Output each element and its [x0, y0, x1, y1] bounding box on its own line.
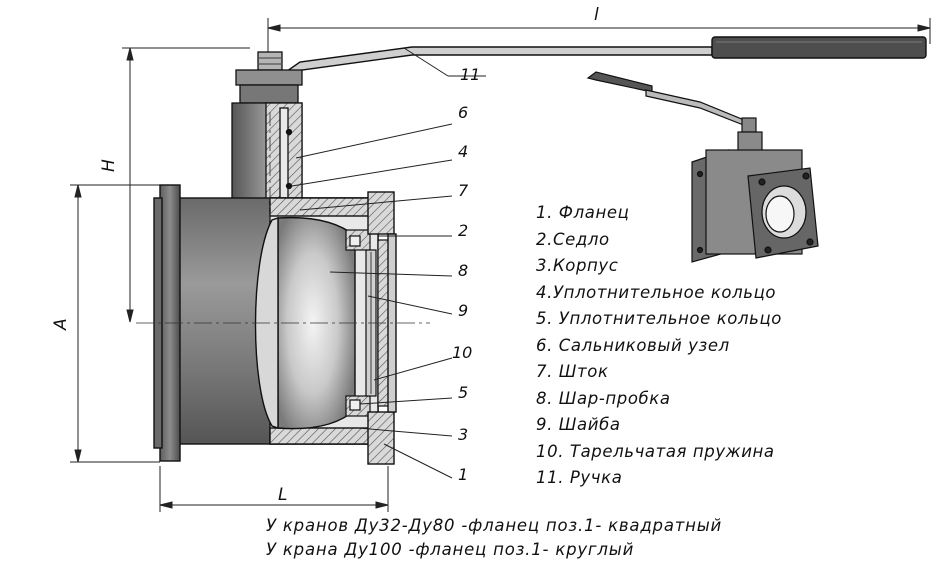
legend-item-flange: 1. Фланец: [536, 203, 630, 222]
legend-item-body: 3.Корпус: [536, 256, 619, 275]
leader-lines: [291, 47, 486, 479]
dimension-l-body-label: L: [278, 485, 287, 505]
dimension-a-label: A: [51, 318, 71, 331]
callout-8: 8: [458, 261, 468, 280]
legend-item-washer: 9. Шайба: [536, 415, 621, 434]
dimension-a: [70, 184, 160, 463]
callout-4: 4: [458, 142, 468, 161]
dimension-l: [267, 18, 931, 52]
legend-item-handle: 11. Ручка: [536, 468, 623, 487]
legend-item-seat: 2.Седло: [536, 229, 610, 249]
parts-legend: 1. Фланец 2.Седло 3.Корпус 4.Уплотнитель…: [536, 200, 866, 492]
dimension-h-label: H: [99, 159, 119, 172]
callout-6: 6: [458, 103, 468, 122]
dimension-l-label: l: [594, 5, 599, 25]
valve-perspective-view: [586, 71, 819, 263]
callout-2: 2: [458, 221, 468, 240]
legend-item-ball: 8. Шар-пробка: [536, 388, 671, 408]
callout-3: 3: [458, 425, 468, 444]
callout-9: 9: [458, 301, 468, 320]
legend-item-spring: 10. Тарельчатая пружина: [536, 441, 775, 461]
legend-item-gland: 6. Сальниковый узел: [536, 335, 730, 355]
callout-11: 11: [460, 65, 480, 84]
note-round-flange: У крана Ду100 -фланец поз.1- круглый: [266, 540, 635, 559]
stem-nut: [235, 51, 303, 86]
note-square-flange: У кранов Ду32-Ду80 -фланец поз.1- квадра…: [266, 516, 723, 535]
callout-10: 10: [452, 343, 472, 362]
dimension-l-body: [159, 466, 389, 512]
legend-item-seal-ring-4: 4.Уплотнительное кольцо: [536, 282, 777, 302]
legend-item-stem: 7. Шток: [536, 362, 609, 381]
legend-item-seal-ring-5: 5. Уплотнительное кольцо: [536, 309, 782, 328]
callout-7: 7: [458, 181, 469, 200]
callout-1: 1: [458, 465, 468, 484]
callout-5: 5: [458, 383, 468, 402]
